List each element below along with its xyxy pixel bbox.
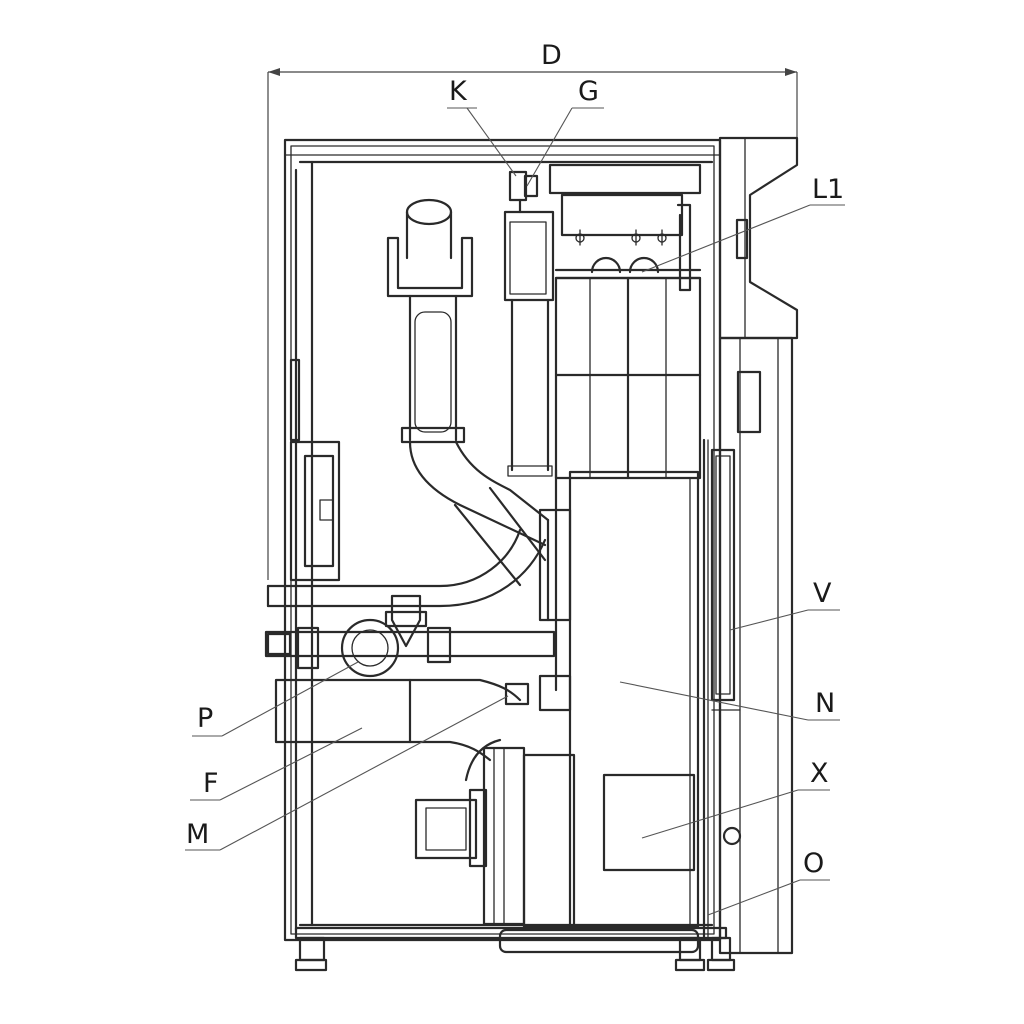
label-o: O bbox=[803, 848, 824, 879]
label-m: M bbox=[186, 819, 209, 850]
dimension-d bbox=[267, 68, 798, 580]
label-f: F bbox=[203, 768, 219, 799]
fan-assembly bbox=[414, 738, 576, 929]
label-l1: L1 bbox=[812, 174, 844, 205]
feed-tube bbox=[386, 198, 550, 587]
label-k: K bbox=[449, 76, 468, 107]
label-v: V bbox=[813, 578, 832, 609]
front-panel bbox=[702, 136, 799, 955]
left-door bbox=[289, 168, 341, 932]
label-d: D bbox=[541, 40, 562, 71]
pipes bbox=[264, 528, 572, 762]
labels: D K G L1 V N X O P F M bbox=[186, 40, 844, 879]
label-p: P bbox=[197, 703, 213, 734]
label-n: N bbox=[815, 688, 835, 719]
leader-lines bbox=[185, 107, 845, 916]
flue-duct bbox=[503, 170, 555, 477]
heat-exchanger bbox=[548, 163, 702, 480]
label-g: G bbox=[578, 76, 599, 107]
base bbox=[294, 926, 736, 972]
label-x: X bbox=[810, 758, 829, 789]
combustion-chamber bbox=[538, 468, 700, 929]
outer-casing bbox=[283, 138, 722, 942]
